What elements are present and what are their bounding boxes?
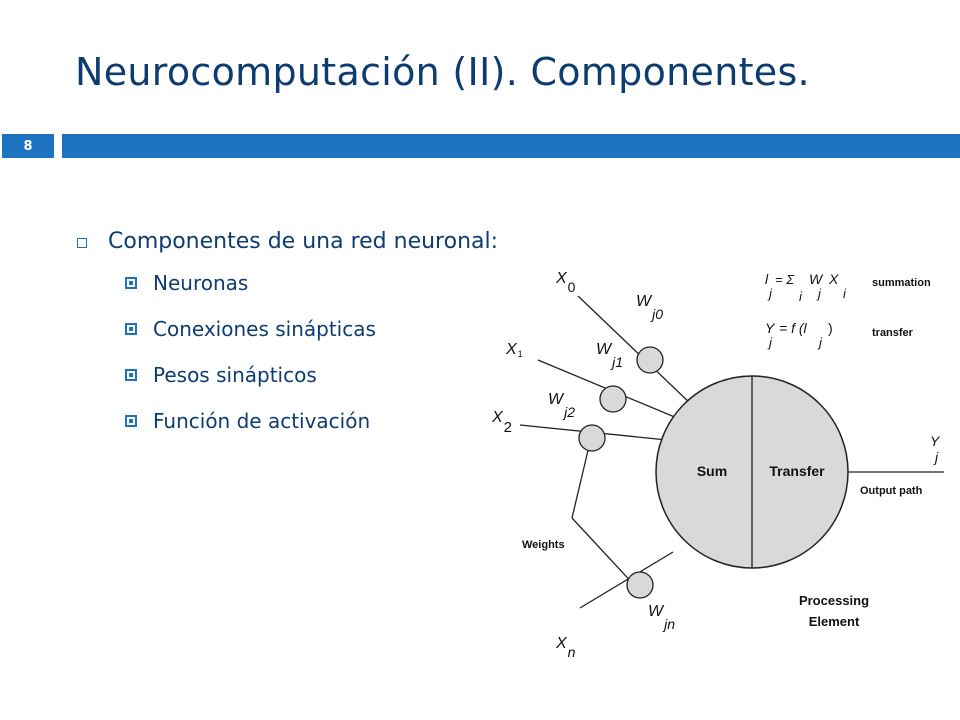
bullet-main: Componentes de una red neuronal:	[75, 224, 498, 260]
weight-wj2-label: Wj2	[548, 391, 575, 420]
transfer-label: Transfer	[769, 463, 825, 479]
weights-pointer-line	[571, 517, 639, 590]
bullet-list: Componentes de una red neuronal: Neurona…	[75, 224, 498, 444]
summation-caption: summation	[872, 277, 931, 289]
transfer-caption: transfer	[872, 327, 914, 339]
sub-bullet-text: Función de activación	[153, 409, 371, 433]
sub-bullet-text: Conexiones sinápticas	[153, 317, 376, 341]
input-line-x0	[577, 295, 693, 406]
input-xn-label: Xn	[555, 635, 576, 660]
filled-square-bullet-icon	[125, 415, 137, 427]
weight-wj1-label: Wj1	[596, 341, 623, 370]
weight-wjn-label: Wjn	[648, 603, 675, 632]
svg-text:Yj: Yj	[765, 320, 776, 350]
page-number-badge: 8	[2, 134, 54, 158]
weight-node-jn	[626, 571, 654, 599]
filled-square-bullet-icon	[125, 369, 137, 381]
sub-bullet-pesos: Pesos sinápticos	[75, 352, 498, 398]
slide-title: Neurocomputación (II). Componentes.	[75, 50, 810, 94]
hollow-square-bullet-icon	[77, 238, 87, 248]
svg-text:i: i	[799, 289, 803, 304]
sub-bullet-text: Pesos sinápticos	[153, 363, 317, 387]
weights-pointer-line	[571, 440, 594, 519]
output-path-label: Output path	[860, 485, 923, 497]
svg-text:lj: lj	[765, 271, 773, 301]
svg-text:= f (lj): = f (lj)	[779, 320, 833, 350]
weights-label: Weights	[522, 539, 565, 551]
input-x0-label: X0	[555, 270, 576, 295]
sub-bullet-conexiones: Conexiones sinápticas	[75, 306, 498, 352]
input-line-xn	[579, 551, 674, 609]
weight-wj0-label: Wj0	[636, 293, 663, 322]
filled-square-bullet-icon	[125, 277, 137, 289]
sub-bullet-funcion: Función de activación	[75, 398, 498, 444]
weight-node-j1	[636, 346, 664, 374]
svg-text:Xi: Xi	[828, 271, 847, 301]
bullet-main-text: Componentes de una red neuronal:	[108, 229, 499, 254]
svg-text:= Σ: = Σ	[775, 272, 795, 287]
title-divider-bar	[62, 134, 960, 158]
weight-node-j2b	[578, 424, 606, 452]
input-x2-label: X2	[491, 409, 512, 436]
element-label: Element	[809, 614, 860, 629]
sub-bullet-neuronas: Neuronas	[75, 260, 498, 306]
sub-bullet-text: Neuronas	[153, 271, 249, 295]
input-x1-label: X1	[505, 341, 523, 359]
filled-square-bullet-icon	[125, 323, 137, 335]
svg-text:Wj: Wj	[809, 271, 824, 301]
processing-label: Processing	[799, 593, 869, 608]
weight-node-j2	[599, 385, 627, 413]
sum-label: Sum	[697, 463, 727, 479]
